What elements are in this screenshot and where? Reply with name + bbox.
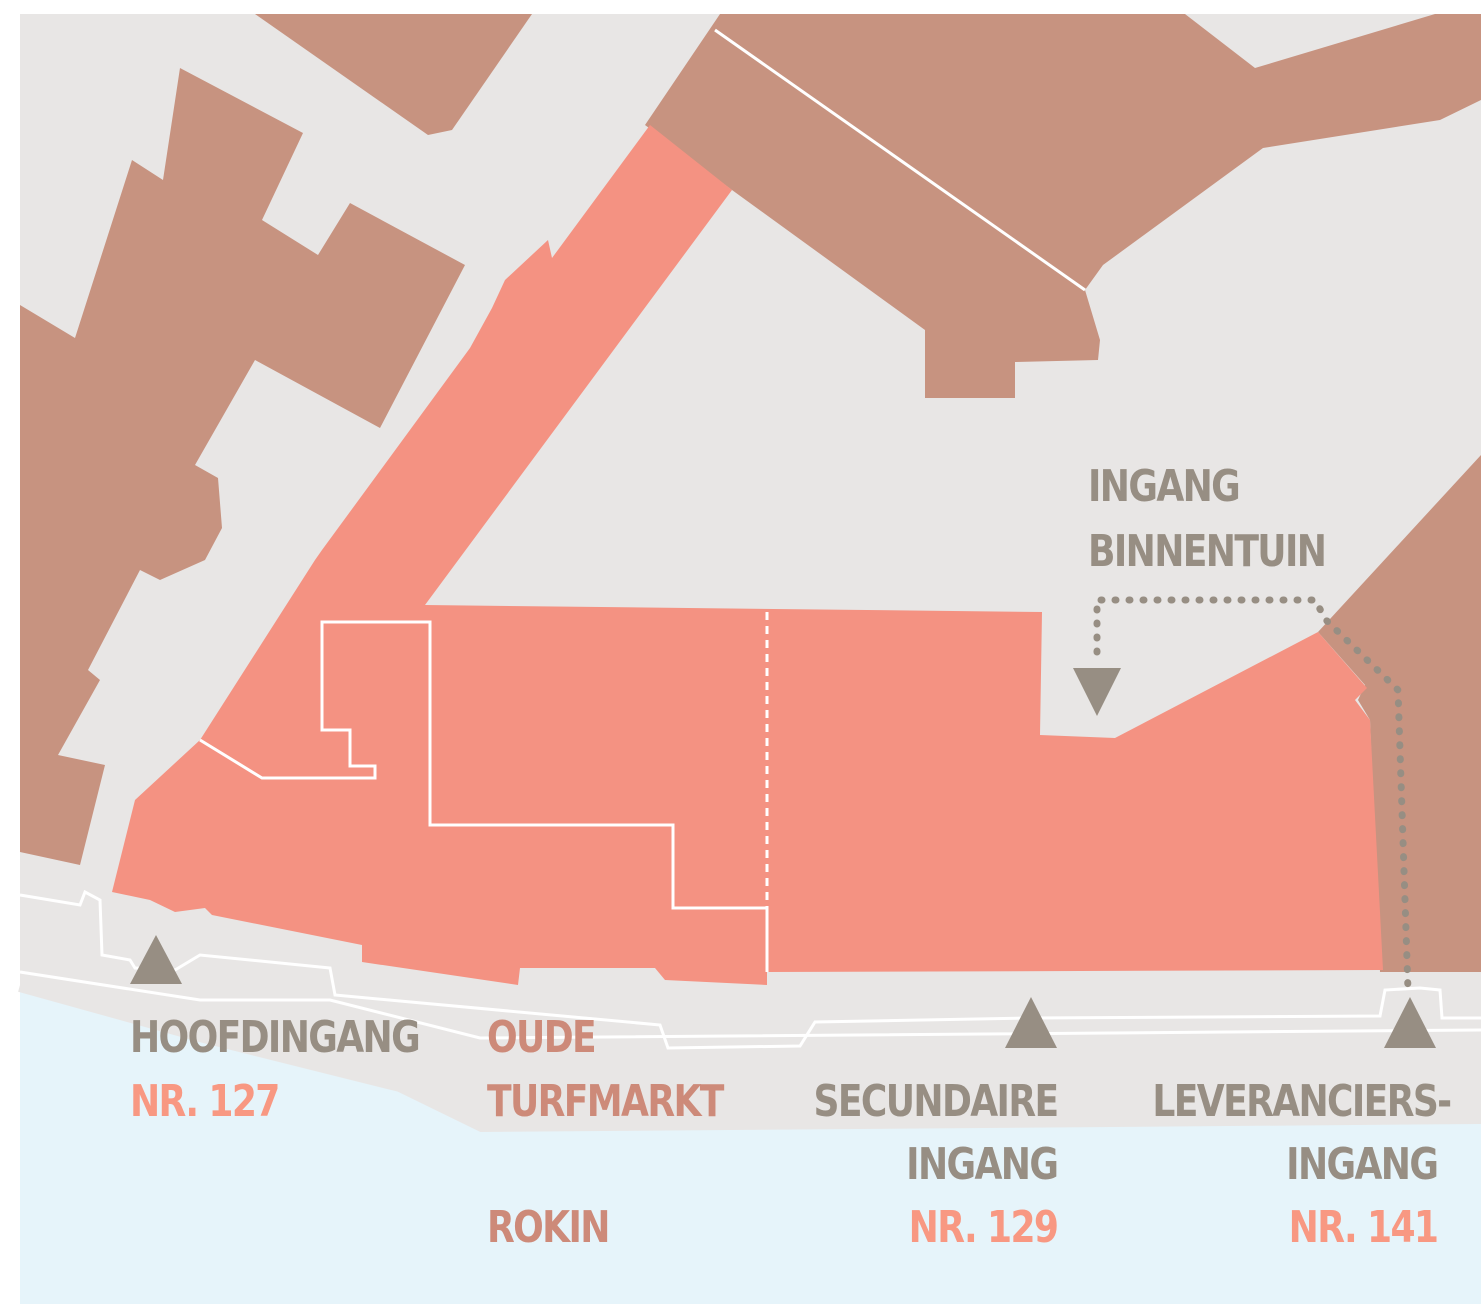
label-leveranciers-ingang: INGANG: [1285, 1139, 1439, 1190]
sidewalk-line-upper: [19, 889, 1481, 1050]
buildings-layer: [20, 14, 1481, 972]
triangle-marker-icon: [130, 935, 182, 984]
label-nr-127: NR. 127: [130, 1076, 280, 1127]
label-nr-141: NR. 141: [1288, 1202, 1438, 1253]
triangle-marker-icon: [1384, 997, 1436, 1048]
building-divider: [714, 28, 1086, 292]
label-hoofdingang: HOOFDINGANG: [130, 1012, 421, 1063]
sidewalk-line-lower: [19, 970, 1481, 1040]
label-leveranciers: LEVERANCIERS-: [1152, 1076, 1453, 1127]
triangle-marker-icon: [1073, 668, 1121, 716]
label-secundaire-ingang: INGANG: [905, 1139, 1059, 1190]
label-nr-129: NR. 129: [908, 1202, 1058, 1253]
label-turfmarkt: TURFMARKT: [487, 1076, 724, 1127]
building-top-right: [645, 14, 1481, 398]
building-top-left: [255, 14, 532, 135]
label-binnentuin: BINNENTUIN: [1088, 526, 1327, 577]
triangle-marker-icon: [1005, 997, 1057, 1048]
dotted-route-binnentuin: [1093, 596, 1412, 994]
label-rokin: ROKIN: [487, 1202, 610, 1253]
quay-edge: [18, 978, 1481, 1133]
water-rokin: [20, 990, 1481, 1304]
label-oude: OUDE: [487, 1012, 597, 1063]
label-secundaire: SECUNDAIRE: [813, 1076, 1059, 1127]
venue-interior-lines: [199, 620, 769, 972]
building-left-block: [20, 68, 465, 865]
label-ingang: INGANG: [1088, 461, 1241, 512]
